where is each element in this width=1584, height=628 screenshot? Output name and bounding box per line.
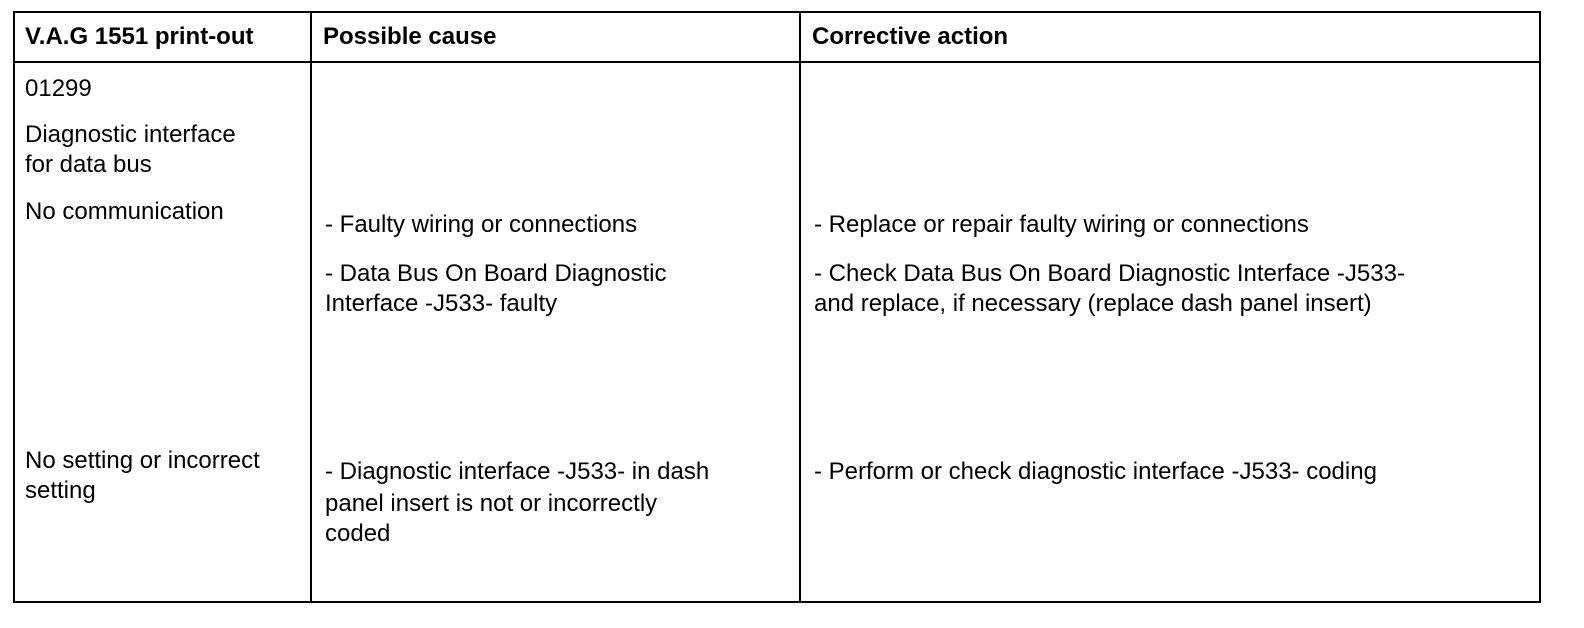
- component-name-line2: for data bus: [25, 151, 152, 178]
- component-name-line1: Diagnostic interface: [25, 121, 236, 148]
- cause-2-line2: Interface -J533- faulty: [325, 290, 558, 317]
- fault-type-1: No communication: [25, 198, 224, 225]
- action-2-line1: - Check Data Bus On Board Diagnostic Int…: [814, 260, 1405, 287]
- fault-type-2-line2: setting: [25, 477, 96, 504]
- cause-3-line3: coded: [325, 520, 391, 547]
- header-corrective-action: Corrective action: [812, 23, 1009, 50]
- cause-2-line1: - Data Bus On Board Diagnostic: [325, 260, 667, 287]
- column-divider-1: [310, 13, 312, 601]
- cause-1: - Faulty wiring or connections: [325, 211, 638, 238]
- fault-code: 01299: [25, 75, 92, 102]
- cause-3-line1: - Diagnostic interface -J533- in dash: [325, 458, 710, 485]
- action-3: - Perform or check diagnostic interface …: [814, 458, 1377, 485]
- cause-3-line2: panel insert is not or incorrectly: [325, 490, 658, 517]
- column-divider-2: [799, 13, 801, 601]
- action-2-line2: and replace, if necessary (replace dash …: [814, 290, 1372, 317]
- diagnostic-table: V.A.G 1551 print-out Possible cause Corr…: [13, 11, 1541, 603]
- header-possible-cause: Possible cause: [323, 23, 497, 50]
- fault-type-2-line1: No setting or incorrect: [25, 447, 260, 474]
- action-1: - Replace or repair faulty wiring or con…: [814, 211, 1309, 238]
- header-printout: V.A.G 1551 print-out: [25, 23, 254, 50]
- table-header-row: V.A.G 1551 print-out Possible cause Corr…: [15, 13, 1539, 63]
